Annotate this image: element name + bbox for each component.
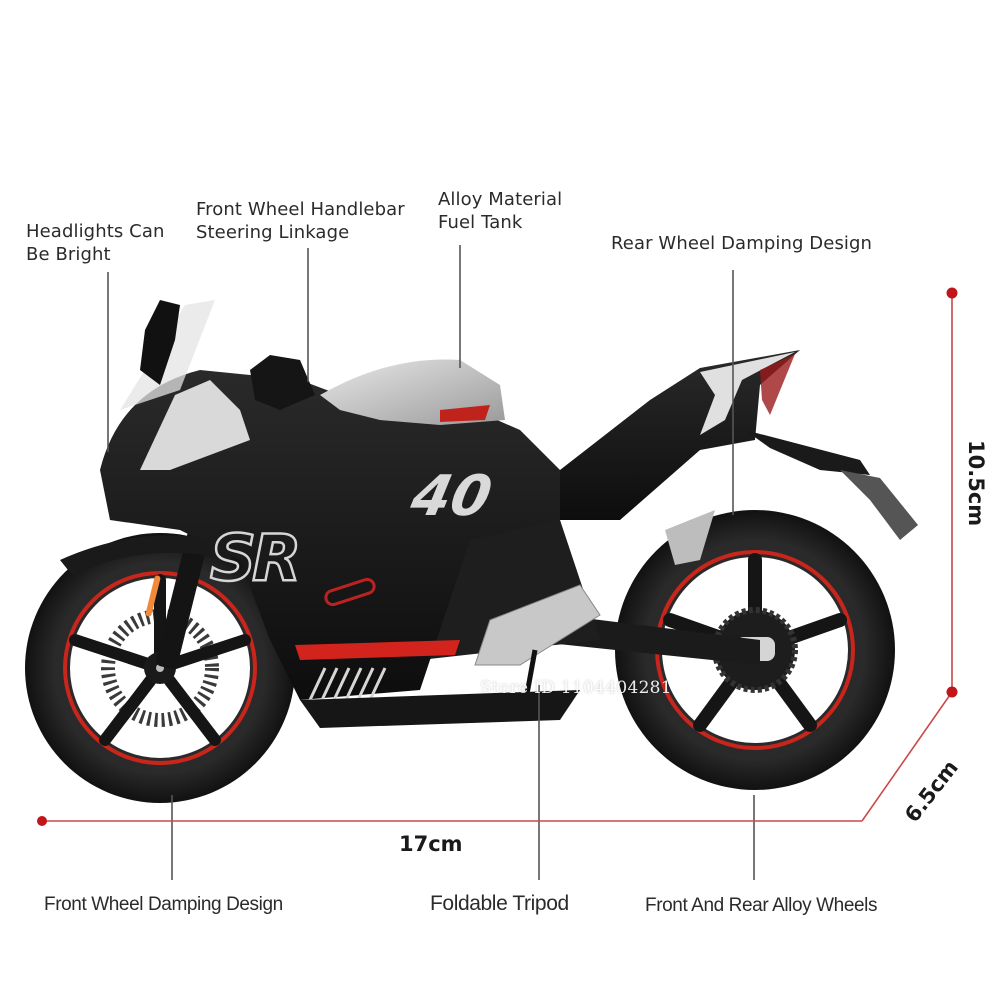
front-wheel [25, 501, 295, 803]
dimension-length: 17cm [399, 832, 463, 856]
sr-decal: SR [210, 522, 297, 596]
height-top-dot [946, 287, 958, 299]
callout-headlights: Headlights Can Be Bright [26, 221, 165, 265]
callout-handlebar-steering: Front Wheel Handlebar Steering Linkage [196, 199, 405, 243]
callout-alloy-wheels: Front And Rear Alloy Wheels [645, 895, 878, 916]
callout-fuel-tank: Alloy Material Fuel Tank [438, 189, 563, 233]
height-bottom-dot [946, 686, 958, 698]
width-dimension-line [861, 691, 953, 822]
callout-rear-damping: Rear Wheel Damping Design [611, 233, 873, 254]
dimension-height: 10.5cm [964, 440, 988, 527]
number-40-decal: 40 [405, 464, 498, 529]
callout-front-damping: Front Wheel Damping Design [44, 894, 283, 915]
length-start-dot [37, 816, 47, 826]
store-id-watermark: Store ID 1104404281 [480, 678, 672, 698]
callout-foldable-tripod: Foldable Tripod [430, 892, 569, 915]
